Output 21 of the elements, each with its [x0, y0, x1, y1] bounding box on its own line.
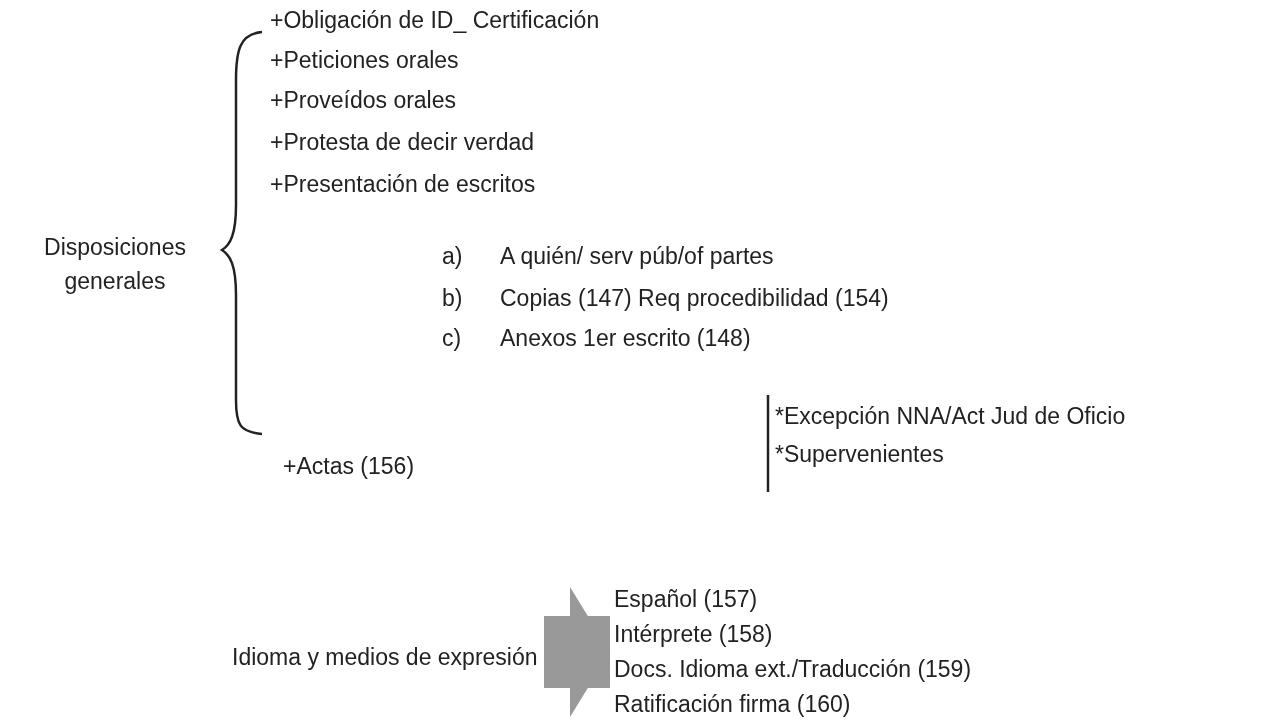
list-item: Intérprete (158)	[614, 620, 774, 649]
list-item: +Proveídos orales	[270, 86, 457, 114]
list-item: +Peticiones orales	[270, 46, 459, 74]
block-arrow	[544, 587, 610, 717]
list-item: Ratificación firma (160)	[614, 690, 852, 719]
list-item: Docs. Idioma ext./Traducción (159)	[614, 655, 972, 684]
list-item: +Actas (156)	[283, 452, 415, 480]
list-item: Español (157)	[614, 585, 759, 614]
list-item: +Presentación de escritos	[270, 170, 536, 198]
topic-label: Idioma y medios de expresión	[232, 643, 538, 672]
list-item: +Protesta de decir verdad	[270, 128, 535, 156]
item-letter: b)	[442, 284, 463, 312]
heading: Disposiciones generales	[43, 233, 187, 296]
item-letter: c)	[442, 324, 462, 352]
list-item: A quién/ serv púb/of partes	[500, 242, 774, 270]
list-item: Anexos 1er escrito (148)	[500, 324, 751, 352]
list-item: +Obligación de ID_ Certificación	[270, 6, 600, 34]
list-item: Copias (147) Req procedibilidad (154)	[500, 284, 889, 312]
item-letter: a)	[442, 242, 463, 270]
note-item: *Supervenientes	[775, 440, 944, 468]
note-item: *Excepción NNA/Act Jud de Oficio	[775, 402, 1126, 430]
